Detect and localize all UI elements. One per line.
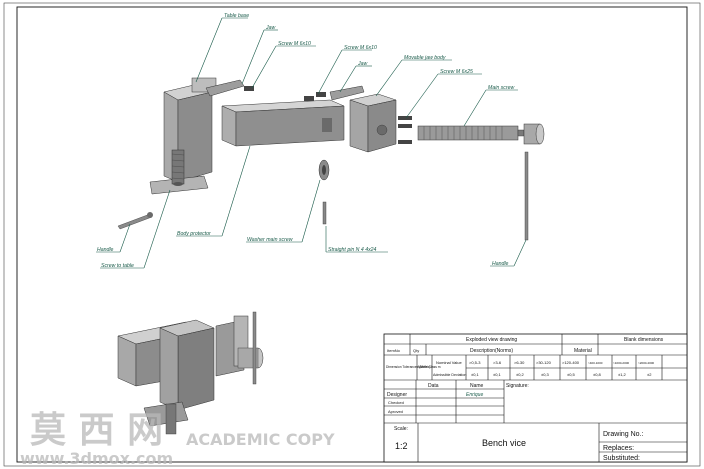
label-screw-m6x10-2: Screw M 6x10 [344,45,377,51]
tb-range-6: >400-1000 [588,361,603,365]
tb-range-3: >6-30 [514,360,525,365]
tb-designer: Designer [387,392,407,398]
tb-dev-5: ±0,5 [567,372,576,377]
screw-part-4 [398,116,412,120]
tb-description: Description(Norms) [470,348,513,354]
tb-header: Exploded view drawing [466,337,517,343]
tb-material: Material [574,348,592,354]
title-block: Exploded view drawing Material Blank dim… [383,333,688,463]
tb-item-no: ItemNo [387,348,401,353]
watermark-chinese: 莫 西 网 [30,410,163,451]
tb-dev-1: ±0,1 [471,372,480,377]
washer-part [318,159,330,181]
tb-blank-dimensions: Blank dimensions [624,337,664,343]
watermark: 莫 西 网 www.3dmox.com ACADEMIC COPY [20,410,335,468]
tb-dev-3: ±0,2 [516,372,525,377]
tb-dev-7: ±1,2 [618,372,627,377]
jaw-part-2 [329,85,365,101]
tb-checked: Checked [388,400,404,405]
screw-part-6 [398,140,412,144]
tb-qty: Qty [413,348,419,353]
screw-part-5 [398,124,412,128]
tb-dev-8: ±2 [647,372,652,377]
tb-admissible-deviation: Admissible Deviation [433,373,466,377]
label-body-protector: Body protector [177,231,211,237]
label-main-screw: Main screw [488,85,515,91]
tb-name: Name [470,383,484,389]
tb-replaces: Replaces: [603,445,634,452]
tb-title: Bench vice [482,438,526,448]
tb-range-2: >3-6 [493,360,502,365]
screw-part-3 [316,92,326,97]
watermark-url: www.3dmox.com [20,449,173,468]
tb-range-7: >1000-2000 [613,361,629,365]
part-labels: Table base Jaw Screw M 6x10 Screw M 6x10… [97,13,515,269]
tb-range-5: >120-400 [562,360,580,365]
watermark-academic: ACADEMIC COPY [186,430,335,449]
body-protector-part [221,99,345,147]
tb-dev-6: ±0,8 [593,372,602,377]
label-table-base: Table base [224,13,249,19]
label-jaw-1: Jaw [265,25,276,31]
tb-data: Data [428,383,439,389]
label-handle-2: Handle [492,261,509,267]
tb-dev-2: ±0,1 [493,372,502,377]
movable-jaw-body-part [349,93,397,153]
tb-range-4: >30-120 [536,360,552,365]
tb-dev-4: ±0,3 [541,372,550,377]
leader-lines [96,17,527,269]
label-handle-1: Handle [97,247,114,253]
tb-designer-name: Enrique [466,392,483,398]
tb-tol-label: Dimension Tolerances (Metric) [386,365,430,369]
label-movable-jaw-body: Movable jaw body [404,55,446,61]
assembled-vice [117,311,264,435]
label-screw-m6x10-1: Screw M 6x10 [278,41,311,47]
straight-pin-part [322,201,327,225]
label-washer-main-screw: Washer main screw [247,237,294,243]
tb-middle-class: Middle Class m [418,365,441,369]
table-base-part [149,77,217,195]
label-screw-to-table: Screw to table [101,263,134,269]
handle-part-2 [524,151,529,241]
screw-part-1 [244,86,254,91]
inner-border [16,6,688,463]
tb-aproved: Aproved [388,409,403,414]
screw-to-table-part [147,212,153,218]
tb-substituted: Substituted: [603,455,640,462]
tb-signature: Signature: [506,383,529,389]
label-jaw-2: Jaw [357,61,368,67]
handle-part-1 [117,213,153,230]
exploded-view [117,77,545,241]
tb-drawing-no: Drawing No.: [603,431,644,438]
tb-scale-value: 1:2 [395,441,408,451]
tb-range-1: >0,5-3 [469,360,481,365]
outer-border [3,2,701,467]
screw-part-2 [304,96,314,101]
tb-nominal-value: Nominal Value [436,360,462,365]
tb-range-8: >2000-4000 [638,361,654,365]
label-straight-pin: Straight pin N 4 4x24 [328,247,377,253]
label-screw-m6x25: Screw M 6x25 [440,69,473,75]
tb-scale-label: Scale: [394,426,408,432]
main-screw-part [417,123,545,145]
